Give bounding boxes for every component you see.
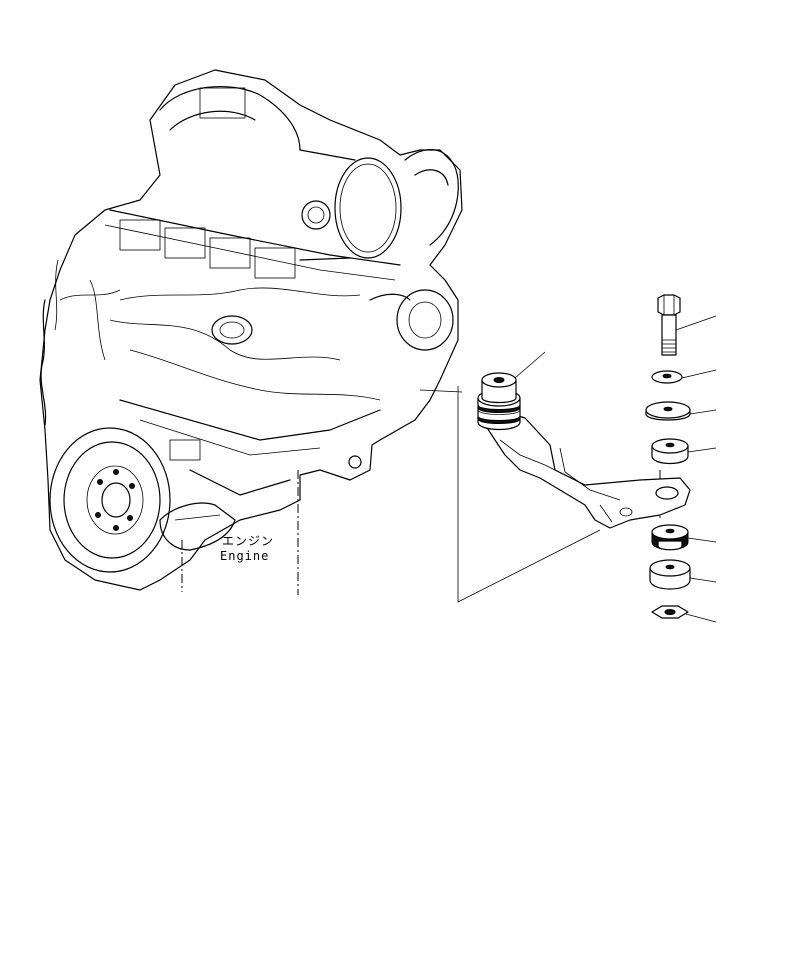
leader-nut — [685, 613, 717, 623]
part-washer — [651, 370, 683, 384]
leader-plate — [689, 409, 717, 415]
leader-lower-cushion — [687, 537, 717, 543]
leader-washer — [681, 369, 717, 379]
part-upper-cushion — [651, 438, 689, 465]
leader-upper-cushion — [687, 447, 717, 453]
engine-label: エンジン Engine — [220, 534, 274, 563]
engine-illustration — [39, 69, 463, 591]
part-nut — [651, 605, 689, 619]
bracket-leader — [514, 351, 546, 379]
leader-spacer — [689, 577, 717, 583]
mount-bracket — [477, 372, 691, 529]
part-plate — [645, 401, 691, 421]
part-lower-cushion — [651, 524, 689, 551]
part-spacer — [649, 559, 691, 590]
engine-label-jp: エンジン — [222, 534, 274, 548]
mount-position-leader — [419, 386, 601, 603]
part-bolt — [657, 294, 681, 356]
engine-label-en: Engine — [220, 549, 269, 563]
leader-bolt — [675, 315, 717, 331]
